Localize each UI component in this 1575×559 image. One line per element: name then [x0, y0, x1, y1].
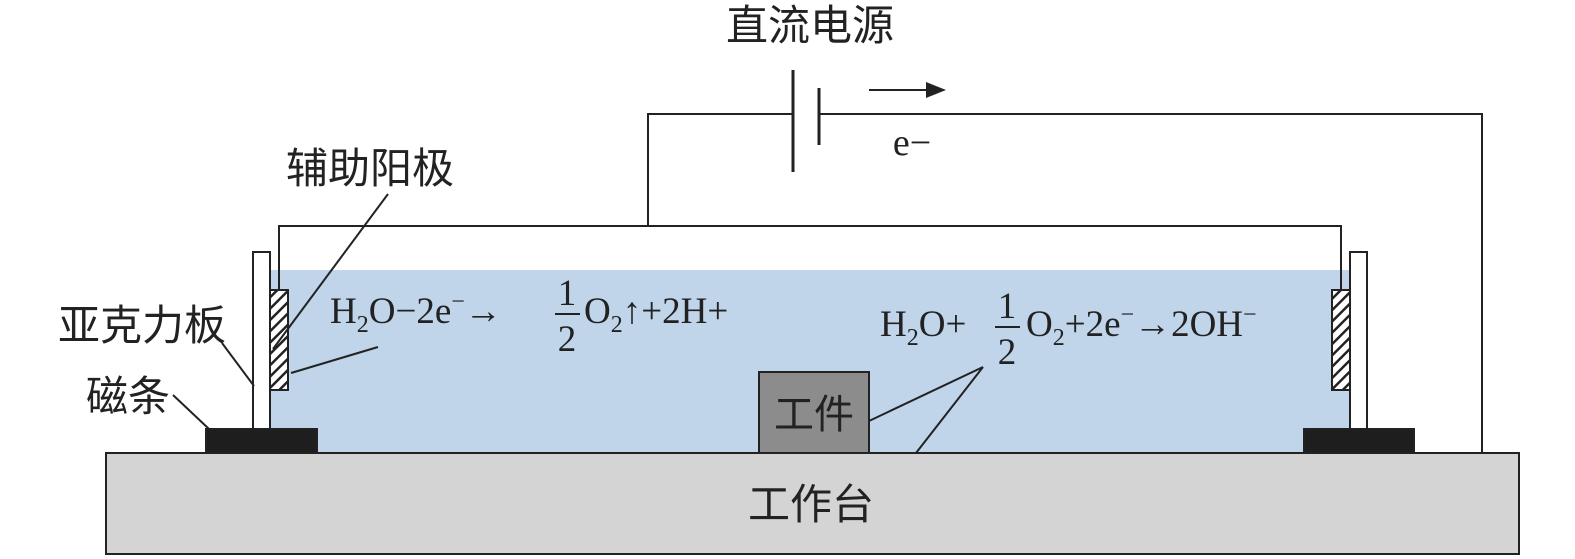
acrylic-plate-label: 亚克力板	[58, 301, 226, 350]
acrylic-plate-right	[1349, 251, 1368, 430]
cathode-eq-leader-table	[915, 366, 984, 454]
acrylic-plate-left	[252, 251, 271, 430]
electron-arrow-head	[926, 82, 946, 98]
aux-anode-label: 辅助阳极	[286, 144, 454, 193]
cathode-reaction-equation: H2O+ 1 2 O2+2e−→2OH−	[880, 286, 1257, 373]
power-supply-label: 直流电源	[726, 1, 894, 50]
anode-eq-coef-num: 1	[558, 273, 577, 314]
cathode-eq-lhs: H2O+	[880, 304, 966, 351]
anode-reaction-equation: H2O−2e−→ 1 2 O2↑+2H+	[330, 273, 728, 360]
anode-eq-lhs: H2O−2e−→	[330, 289, 502, 338]
supply-negative-wire	[819, 113, 1483, 453]
acrylic-plate-leader	[221, 342, 255, 387]
anode-eq-rhs: O2↑+2H+	[584, 291, 728, 338]
workpiece-label: 工件	[774, 392, 854, 438]
aux-anode-leader-lower	[290, 346, 379, 374]
magnetic-strip-left	[205, 428, 318, 454]
anode-bus-wire	[278, 225, 1342, 290]
electron-label: e−	[893, 122, 931, 164]
workpiece	[758, 371, 870, 454]
magnetic-strip-right	[1303, 428, 1415, 454]
magnetic-strip-label: 磁条	[86, 372, 170, 421]
aux-anode-leader	[272, 193, 389, 350]
supply-positive-wire	[647, 113, 793, 226]
cathode-eq-coef-den: 2	[998, 332, 1017, 373]
cathode-eq-leader-workpiece	[868, 366, 984, 422]
magnetic-strip-leader	[172, 394, 210, 430]
worktable	[105, 452, 1520, 555]
worktable-label: 工作台	[748, 480, 874, 529]
cathode-eq-rhs: O2+2e−→2OH−	[1026, 302, 1257, 351]
cathode-eq-coef-num: 1	[998, 286, 1017, 327]
aux-anode-right	[1331, 289, 1351, 391]
anode-eq-coef-den: 2	[558, 319, 577, 360]
